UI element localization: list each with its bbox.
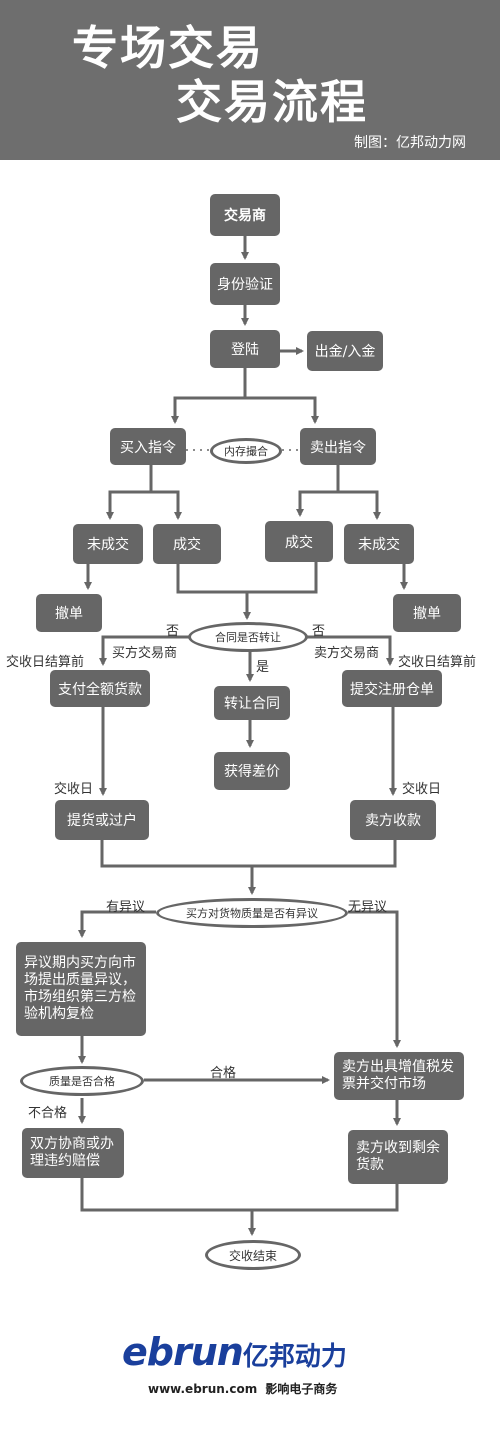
node-identity-verify: 身份验证: [210, 263, 280, 305]
logo-slogan: 影响电子商务: [265, 1382, 338, 1396]
node-filled-left: 成交: [153, 524, 221, 564]
page-title-line2: 交易流程: [176, 75, 368, 129]
label-delivery-day-right: 交收日: [402, 782, 442, 797]
node-pickup: 提货或过户: [55, 800, 149, 840]
label-before-settle-left: 交收日结算前: [6, 655, 85, 670]
node-trader: 交易商: [210, 194, 280, 236]
logo-cn-text: 亿邦动力: [242, 1342, 347, 1372]
node-pay-full: 支付全额货款: [50, 670, 150, 707]
node-cancel-left: 撤单: [36, 594, 102, 632]
logo-url-line: www.ebrun.com 影响电子商务: [148, 1380, 337, 1397]
node-transfer-contract: 转让合同: [214, 686, 290, 720]
node-get-difference: 获得差价: [214, 752, 290, 790]
node-objection-process: 异议期内买方向市场提出质量异议，市场组织第三方检验机构复检: [16, 942, 146, 1036]
node-filled-right: 成交: [265, 521, 333, 562]
node-transfer-question: 合同是否转让: [188, 622, 308, 652]
node-seller-remaining: 卖方收到剩余货款: [348, 1130, 448, 1184]
label-no-right: 否: [312, 624, 326, 639]
node-funds: 出金/入金: [307, 331, 383, 371]
label-no-objection: 无异议: [348, 900, 388, 915]
label-delivery-day-left: 交收日: [54, 782, 94, 797]
node-submit-receipt: 提交注册仓单: [342, 670, 442, 707]
label-no-left: 否: [166, 624, 180, 639]
label-seller-trader: 卖方交易商: [314, 646, 380, 661]
label-yes: 是: [256, 660, 270, 675]
node-negotiate: 双方协商或办理违约赔偿: [22, 1128, 124, 1178]
label-before-settle-right: 交收日结算前: [398, 655, 477, 670]
logo-en-text: ebrun: [122, 1330, 244, 1374]
ebrun-logo: ebrun亿邦动力: [122, 1330, 347, 1374]
label-unqualified: 不合格: [28, 1106, 68, 1121]
node-quality-question: 买方对货物质量是否有异议: [156, 898, 348, 928]
label-qualified: 合格: [210, 1066, 237, 1081]
node-buy-order: 买入指令: [110, 428, 186, 465]
label-buyer-trader: 买方交易商: [112, 646, 178, 661]
node-qualified-question: 质量是否合格: [20, 1066, 144, 1096]
node-end: 交收结束: [205, 1240, 301, 1270]
label-has-objection: 有异议: [106, 900, 146, 915]
node-sell-order: 卖出指令: [300, 428, 376, 465]
node-invoice: 卖方出具增值税发票并交付市场: [334, 1052, 464, 1100]
node-unfilled-left: 未成交: [73, 524, 143, 564]
node-login: 登陆: [210, 330, 280, 368]
credit-text: 制图：亿邦动力网: [354, 135, 466, 151]
node-cancel-right: 撤单: [393, 594, 461, 632]
node-seller-receive: 卖方收款: [350, 800, 436, 840]
logo-url: www.ebrun.com: [148, 1382, 258, 1396]
header-banner: 专场交易 交易流程 制图：亿邦动力网: [0, 0, 500, 160]
node-unfilled-right: 未成交: [344, 524, 414, 564]
node-match: 内存撮合: [210, 438, 282, 464]
page-title-line1: 专场交易: [72, 21, 264, 75]
